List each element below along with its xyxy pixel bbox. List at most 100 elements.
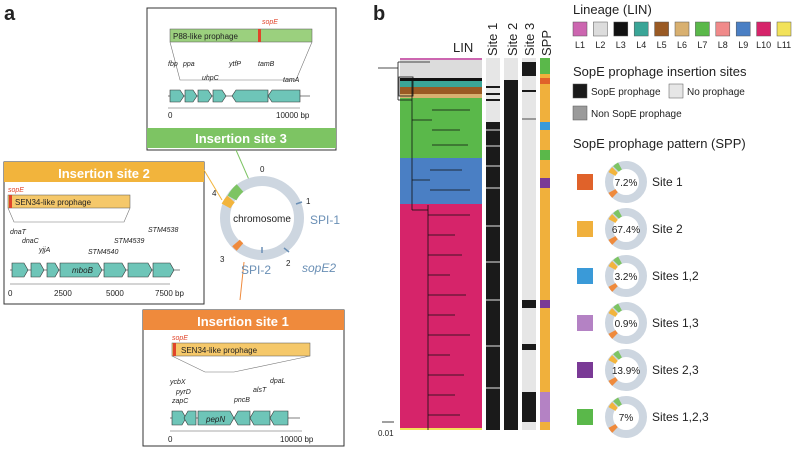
site-2-sope-mark	[9, 195, 12, 208]
spp-site-marker	[608, 282, 618, 292]
insertion-legend: SopE prophage No prophage Non SopE proph…	[572, 83, 745, 121]
lineage-swatch	[674, 21, 690, 37]
lineage-label: L5	[657, 40, 667, 50]
gene-label: tamB	[258, 61, 275, 68]
spp-donut-ring	[605, 396, 647, 438]
site-1-sope-mark	[173, 343, 176, 356]
gene-label: pncB	[233, 397, 250, 404]
lineage-label: L7	[697, 40, 707, 50]
spp-site-marker	[613, 350, 623, 360]
gene-label: ppa	[182, 61, 195, 68]
insertion-site-1-panel: Insertion site 1 sopE SEN34-like prophag…	[142, 309, 345, 447]
site-2-prophage-label: SEN34-like prophage	[15, 198, 92, 207]
spp-label: Sites 1,2	[652, 269, 699, 283]
lineage-label: L11	[777, 40, 791, 50]
spp-site-marker	[608, 402, 618, 412]
spp-label: Site 1	[652, 175, 683, 189]
site-3-column	[522, 58, 536, 430]
spp-donut-ring	[605, 161, 647, 203]
gene-label: ytfP	[228, 61, 241, 68]
lineage-label: L3	[616, 40, 626, 50]
site-3-sope-mark	[258, 29, 261, 42]
lineage-legend: L1 L2 L3 L4 L5 L6 L7 L8 L9 L10 L11	[572, 21, 792, 50]
site-1-gene-arrows	[171, 410, 289, 426]
scale-label: 0	[8, 289, 13, 298]
gene-label: dpaL	[270, 378, 286, 385]
spi2-label: SPI-2	[241, 263, 271, 277]
scale-label: 7500 bp	[155, 289, 184, 298]
spp-legend: 7.2%Site 167.4%Site 23.2%Sites 1,20.9%Si…	[577, 161, 709, 438]
site-1-column	[486, 58, 500, 430]
scale-label: 0	[168, 111, 173, 120]
gene-label: alsT	[253, 387, 267, 394]
chromosome-tick: 4	[212, 189, 217, 198]
spp-percentage: 13.9%	[612, 366, 640, 377]
panel-a-label: a	[4, 3, 16, 25]
spp-percentage: 7%	[619, 413, 634, 424]
spp-percentage: 0.9%	[615, 319, 638, 330]
spp-site-marker	[613, 397, 623, 407]
legend-swatch-no-prophage	[668, 83, 684, 99]
spp-site-marker	[608, 355, 618, 365]
lineage-label: L6	[677, 40, 687, 50]
chromosome-tick: 0	[260, 165, 265, 174]
column-header-site-1: Site 1	[485, 23, 500, 56]
site-1-gene-box-label: pepN	[205, 415, 225, 424]
legend-label-sope: SopE prophage	[591, 87, 661, 98]
spp-swatch	[577, 268, 593, 284]
spp-donut-ring	[605, 208, 647, 250]
spp-site-marker	[608, 167, 618, 177]
chromosome-label: chromosome	[233, 214, 291, 225]
insertion-site-2-panel: Insertion site 2 sopE SEN34-like prophag…	[3, 161, 205, 305]
spp-site-marker	[608, 188, 618, 198]
insertion-site-3-panel: Insertion site 3 sopE P88-like prophage …	[146, 7, 337, 151]
chromosome-tick: 1	[306, 197, 311, 206]
gene-label: tamA	[283, 77, 300, 84]
spp-donut-ring	[605, 302, 647, 344]
site-1-prophage-label: SEN34-like prophage	[181, 346, 258, 355]
scale-label: 2500	[54, 289, 72, 298]
site-2-title: Insertion site 2	[58, 166, 150, 181]
lineage-blocks	[400, 58, 482, 430]
lineage-swatch	[735, 21, 751, 37]
insertion-legend-title: SopE prophage insertion sites	[573, 64, 747, 79]
lineage-swatch	[613, 21, 629, 37]
gene-label: STM4540	[88, 249, 118, 256]
lineage-swatch	[654, 21, 669, 37]
spp-site-marker	[608, 423, 618, 433]
lineage-label: L9	[738, 40, 748, 50]
site-3-prophage-bar	[169, 28, 313, 43]
spp-donut-ring	[605, 349, 647, 391]
gene-label: uhpC	[202, 75, 220, 82]
site-2-sope-label: sopE	[8, 187, 24, 194]
spp-percentage: 3.2%	[615, 272, 638, 283]
spp-site-marker	[613, 256, 623, 266]
spp-swatch	[577, 221, 593, 237]
chromosome-tick: 3	[220, 255, 225, 264]
lineage-label: L4	[636, 40, 646, 50]
site-3-sope-label: sopE	[262, 19, 278, 26]
gene-label: STM4538	[148, 227, 178, 234]
gene-label: dnaC	[22, 238, 40, 245]
gene-label: STM4539	[114, 238, 144, 245]
lineage-swatch	[756, 21, 771, 37]
lineage-label: L2	[595, 40, 605, 50]
lineage-label: L10	[756, 40, 771, 50]
spp-site-marker	[608, 214, 618, 224]
site-2-gene-arrows	[11, 262, 175, 278]
spp-label: Sites 1,3	[652, 316, 699, 330]
spp-swatch	[577, 362, 593, 378]
spp-label: Sites 1,2,3	[652, 410, 709, 424]
chromosome-ring	[220, 176, 304, 260]
column-header-site-2: Site 2	[505, 23, 520, 56]
lineage-swatch	[715, 21, 731, 37]
spp-site-marker	[608, 329, 618, 339]
lineage-label: L8	[718, 40, 728, 50]
column-header-spp: SPP	[539, 30, 554, 56]
legend-swatch-sope	[572, 83, 588, 99]
lineage-label: L1	[575, 40, 585, 50]
scale-label: 10000 bp	[280, 435, 314, 444]
sope2-label: sopE2	[302, 261, 336, 275]
spp-site-marker	[613, 209, 623, 219]
legend-label-non-sope: Non SopE prophage	[591, 109, 682, 120]
